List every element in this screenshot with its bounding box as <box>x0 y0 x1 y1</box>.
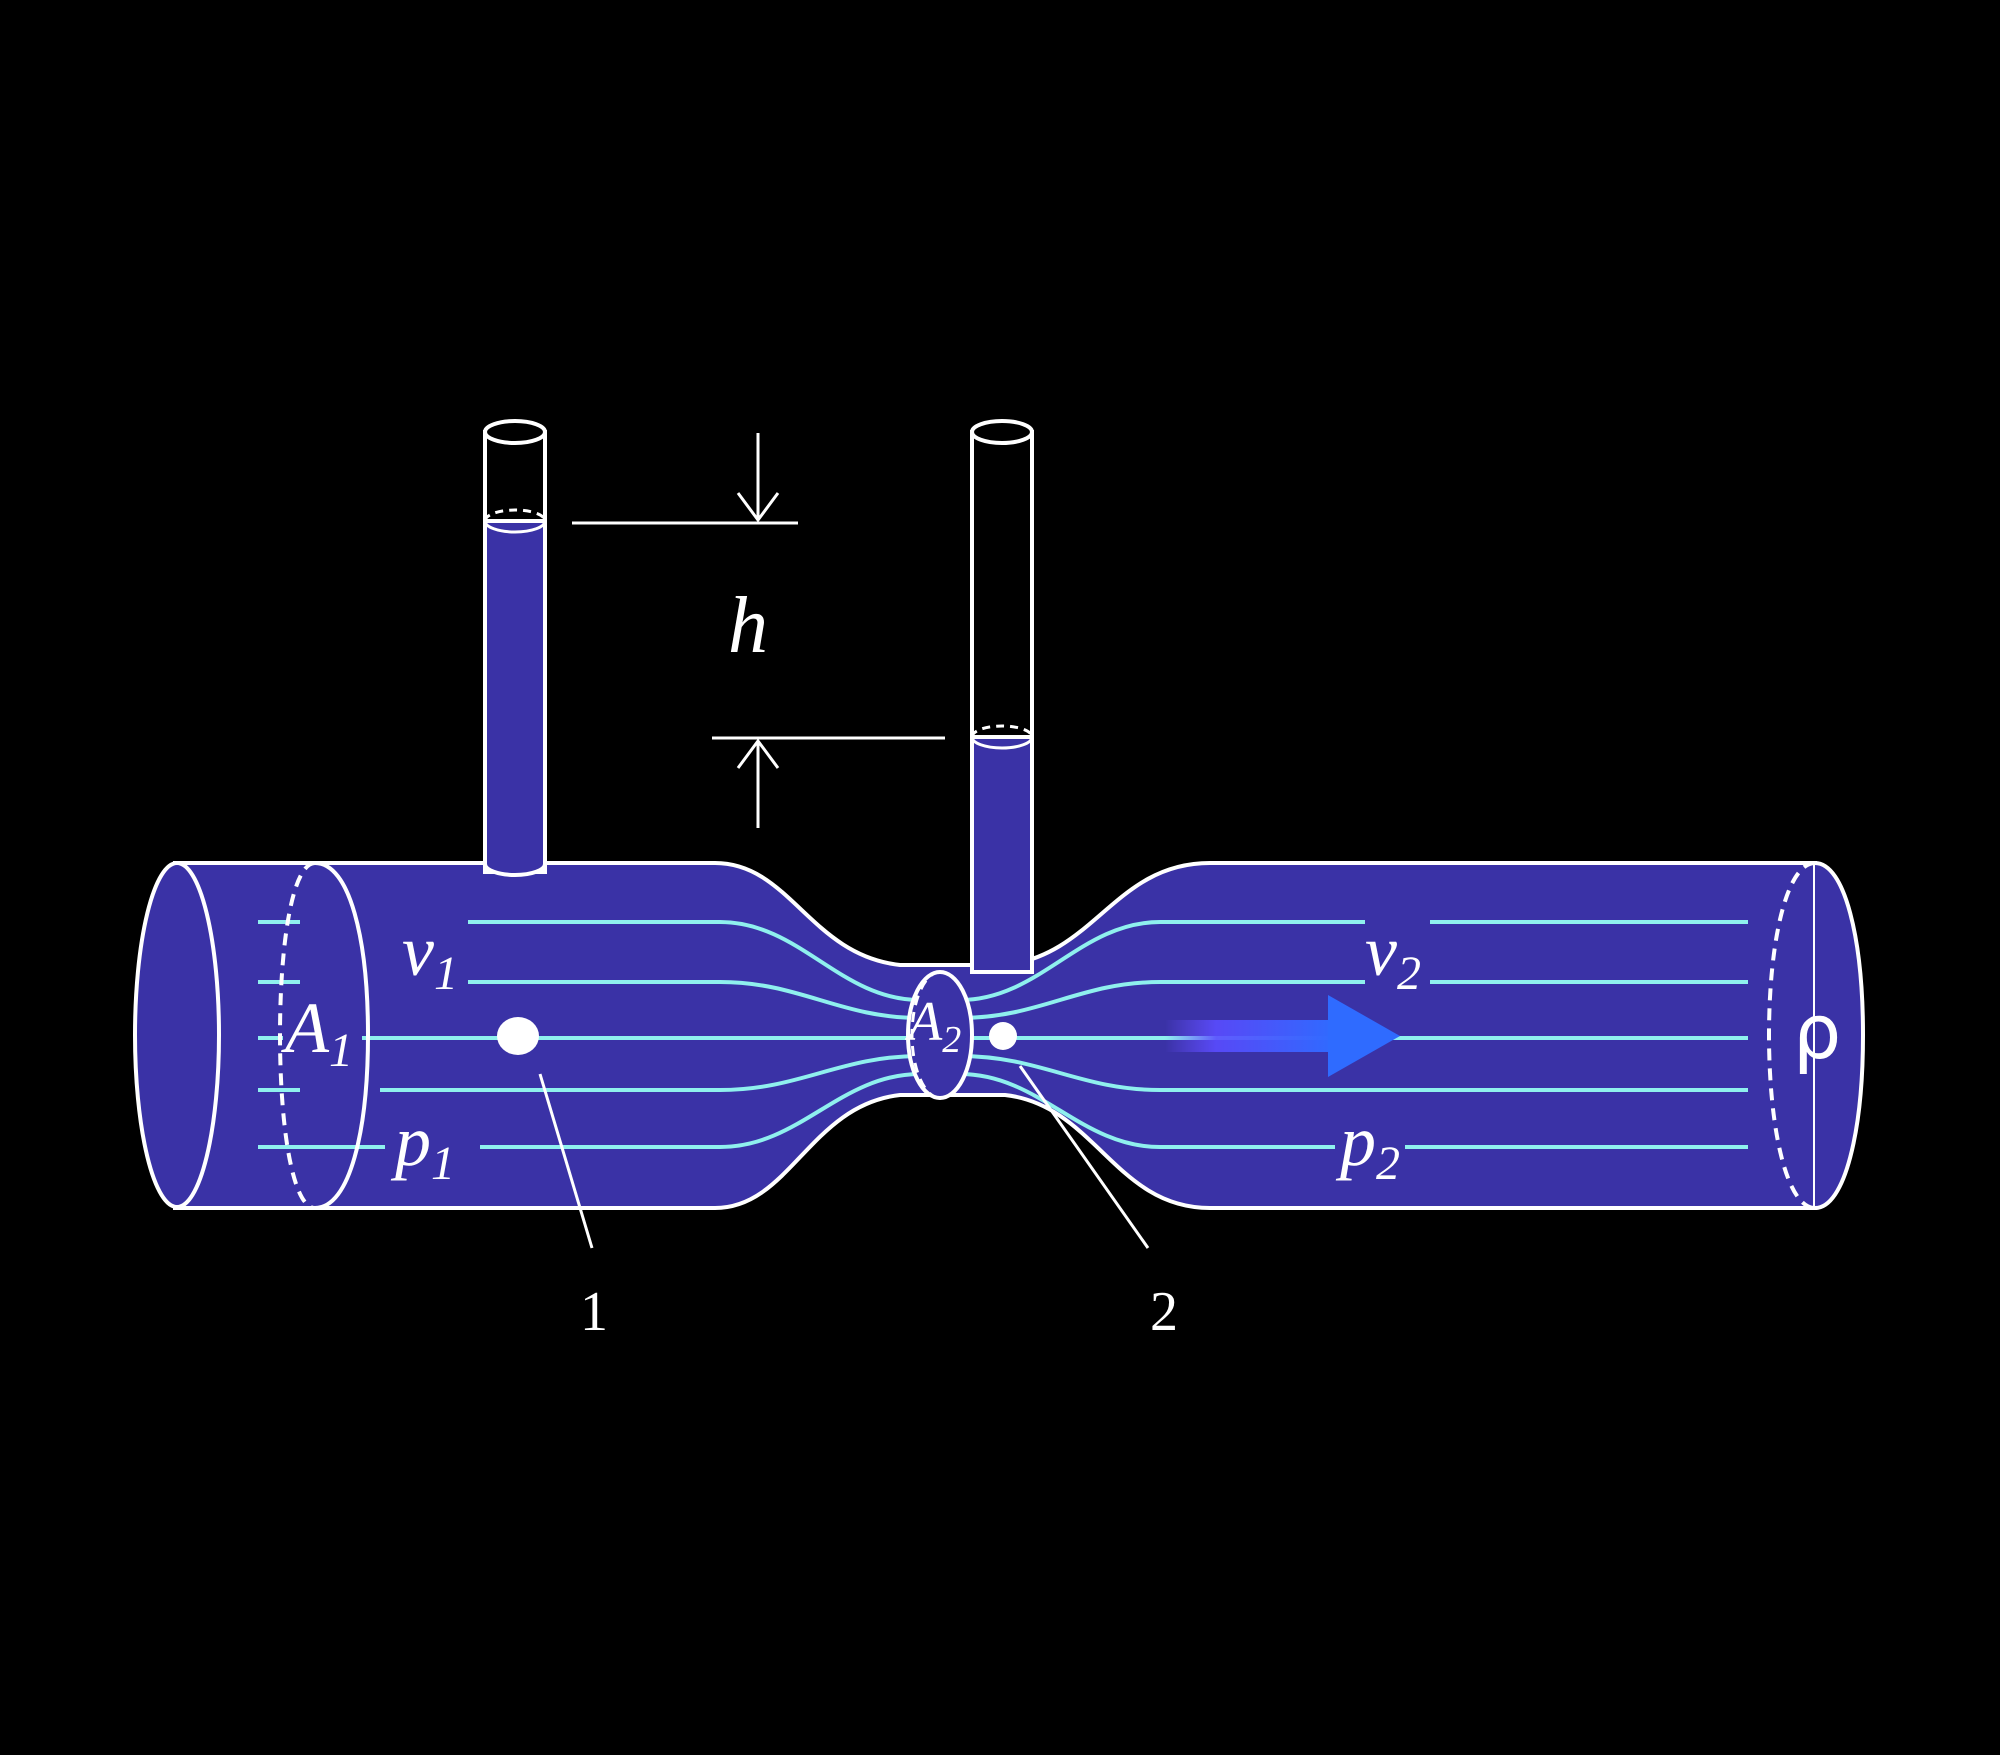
leader-line-2 <box>1018 1065 1150 1249</box>
point-2-marker <box>989 1022 1017 1050</box>
label-a2: A2 <box>904 991 961 1061</box>
label-point-1: 1 <box>580 1281 608 1343</box>
flow-arrow <box>1165 995 1400 1077</box>
label-point-2: 2 <box>1150 1281 1178 1343</box>
pipe-outlet-dashed <box>1766 861 1816 1210</box>
pipe-inlet-ellipse <box>133 861 221 1209</box>
label-rho: ρ <box>1793 987 1841 1076</box>
piezometer-tube-1 <box>483 419 547 877</box>
height-dimension <box>572 433 945 828</box>
label-h: h <box>728 582 768 670</box>
label-p1: p1 <box>390 1101 455 1190</box>
piezometer-tube-2 <box>970 419 1034 974</box>
label-a1: A1 <box>281 988 353 1077</box>
leader-line-1 <box>538 1073 594 1249</box>
label-v1: v1 <box>402 911 458 1000</box>
label-p2: p2 <box>1335 1101 1400 1190</box>
point-1-marker <box>497 1017 539 1055</box>
section-a2-dashed <box>910 970 941 1100</box>
label-v2: v2 <box>1365 911 1421 1000</box>
section-a1-solid <box>314 861 371 1210</box>
section-a1-dashed <box>277 861 316 1210</box>
pipe-outlet-cap <box>1814 861 1866 1210</box>
